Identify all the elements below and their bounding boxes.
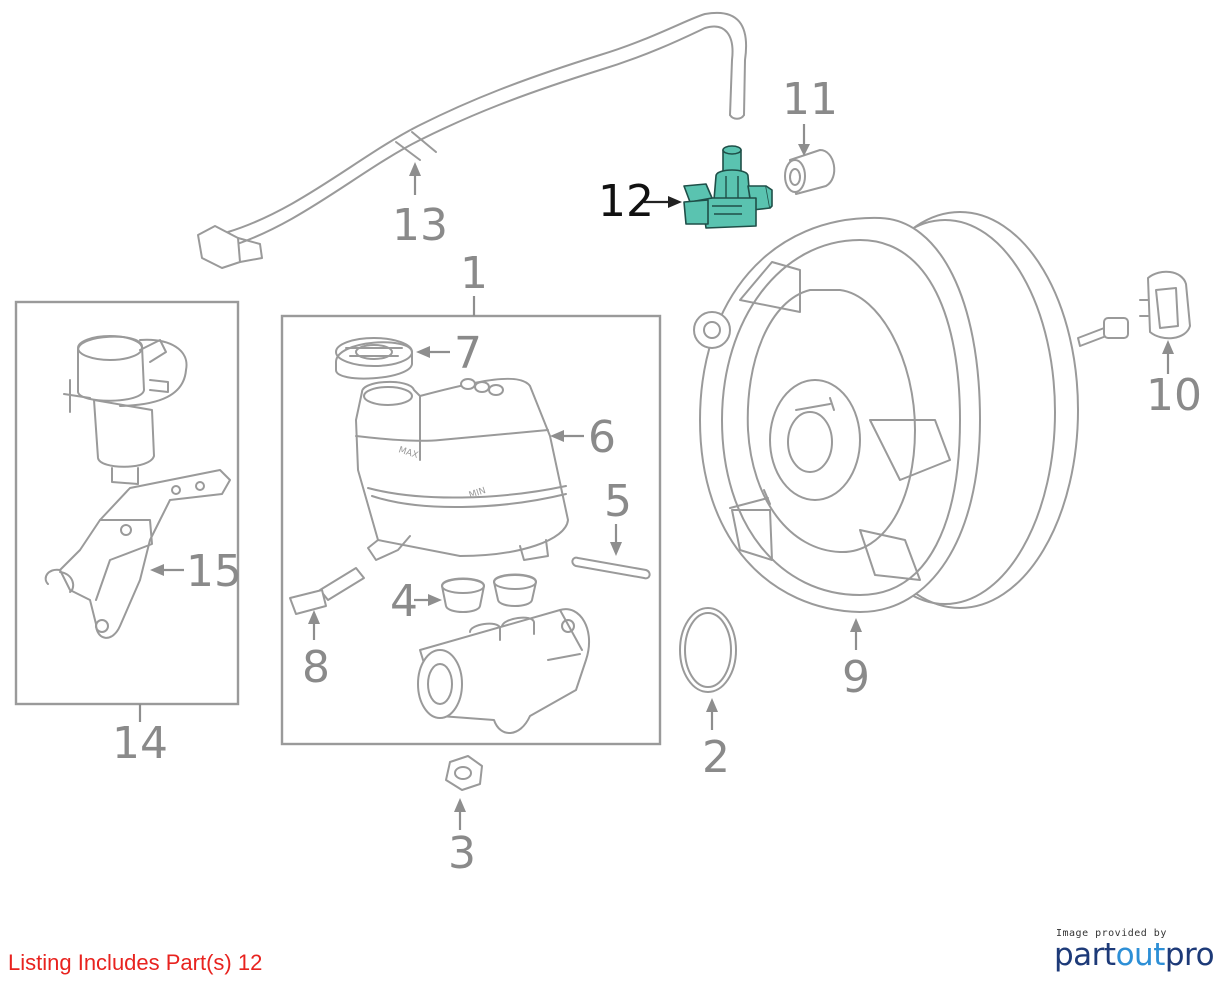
callout-2[interactable]: 2 [702,732,730,783]
leader-15 [150,564,184,576]
callout-10[interactable]: 10 [1146,370,1202,421]
callout-8[interactable]: 8 [302,642,330,693]
vacuum-pump[interactable] [63,335,188,485]
part-10-clip[interactable] [1139,270,1191,340]
leader-11 [798,124,810,156]
part-9-brake-booster[interactable] [693,211,1129,613]
leader-4 [414,594,442,606]
listing-note: Listing Includes Part(s) 12 [8,950,263,975]
partoutpro-logo[interactable]: partoutpro [1054,937,1215,973]
callout-3[interactable]: 3 [448,828,476,879]
callout-11[interactable]: 11 [782,74,838,125]
leader-5 [610,524,622,556]
leader-8 [308,610,320,640]
part-4-grommets[interactable] [441,573,537,613]
part-5-pin[interactable] [571,556,651,580]
leader-10 [1162,340,1174,374]
leader-9 [850,618,862,650]
callout-15[interactable]: 15 [186,546,242,597]
callout-13[interactable]: 13 [392,200,448,251]
leader-7 [416,346,450,358]
callout-1[interactable]: 1 [460,248,488,299]
callout-14[interactable]: 14 [112,718,168,769]
part-13-vacuum-hose[interactable] [197,11,747,269]
leader-3 [454,798,466,830]
callout-7[interactable]: 7 [454,328,482,379]
leader-2 [706,698,718,730]
part-8-sensor[interactable] [289,567,365,615]
part-6-reservoir[interactable]: MAX MIN [355,377,569,561]
part-2-seal[interactable] [679,607,737,693]
leader-13 [409,162,421,195]
part-15-bracket[interactable] [44,469,231,639]
leader-6 [550,430,584,442]
callout-4[interactable]: 4 [390,576,418,627]
assembly-box-1 [280,314,662,746]
callout-6[interactable]: 6 [588,412,616,463]
part-3-nut[interactable] [445,755,483,791]
part-12-check-valve[interactable] [683,145,773,229]
part-7-reservoir-cap[interactable] [335,337,413,380]
part-11-sleeve[interactable] [784,149,836,195]
callout-5[interactable]: 5 [604,476,632,527]
leader-12 [644,196,682,208]
assembly-box-14 [14,300,240,706]
credit-caption: Image provided by [1056,928,1167,939]
master-cylinder-body[interactable] [417,608,591,734]
callout-12[interactable]: 12 [598,176,654,227]
image-credit[interactable]: Image provided by partoutpro [1054,928,1215,973]
callout-9[interactable]: 9 [842,652,870,703]
